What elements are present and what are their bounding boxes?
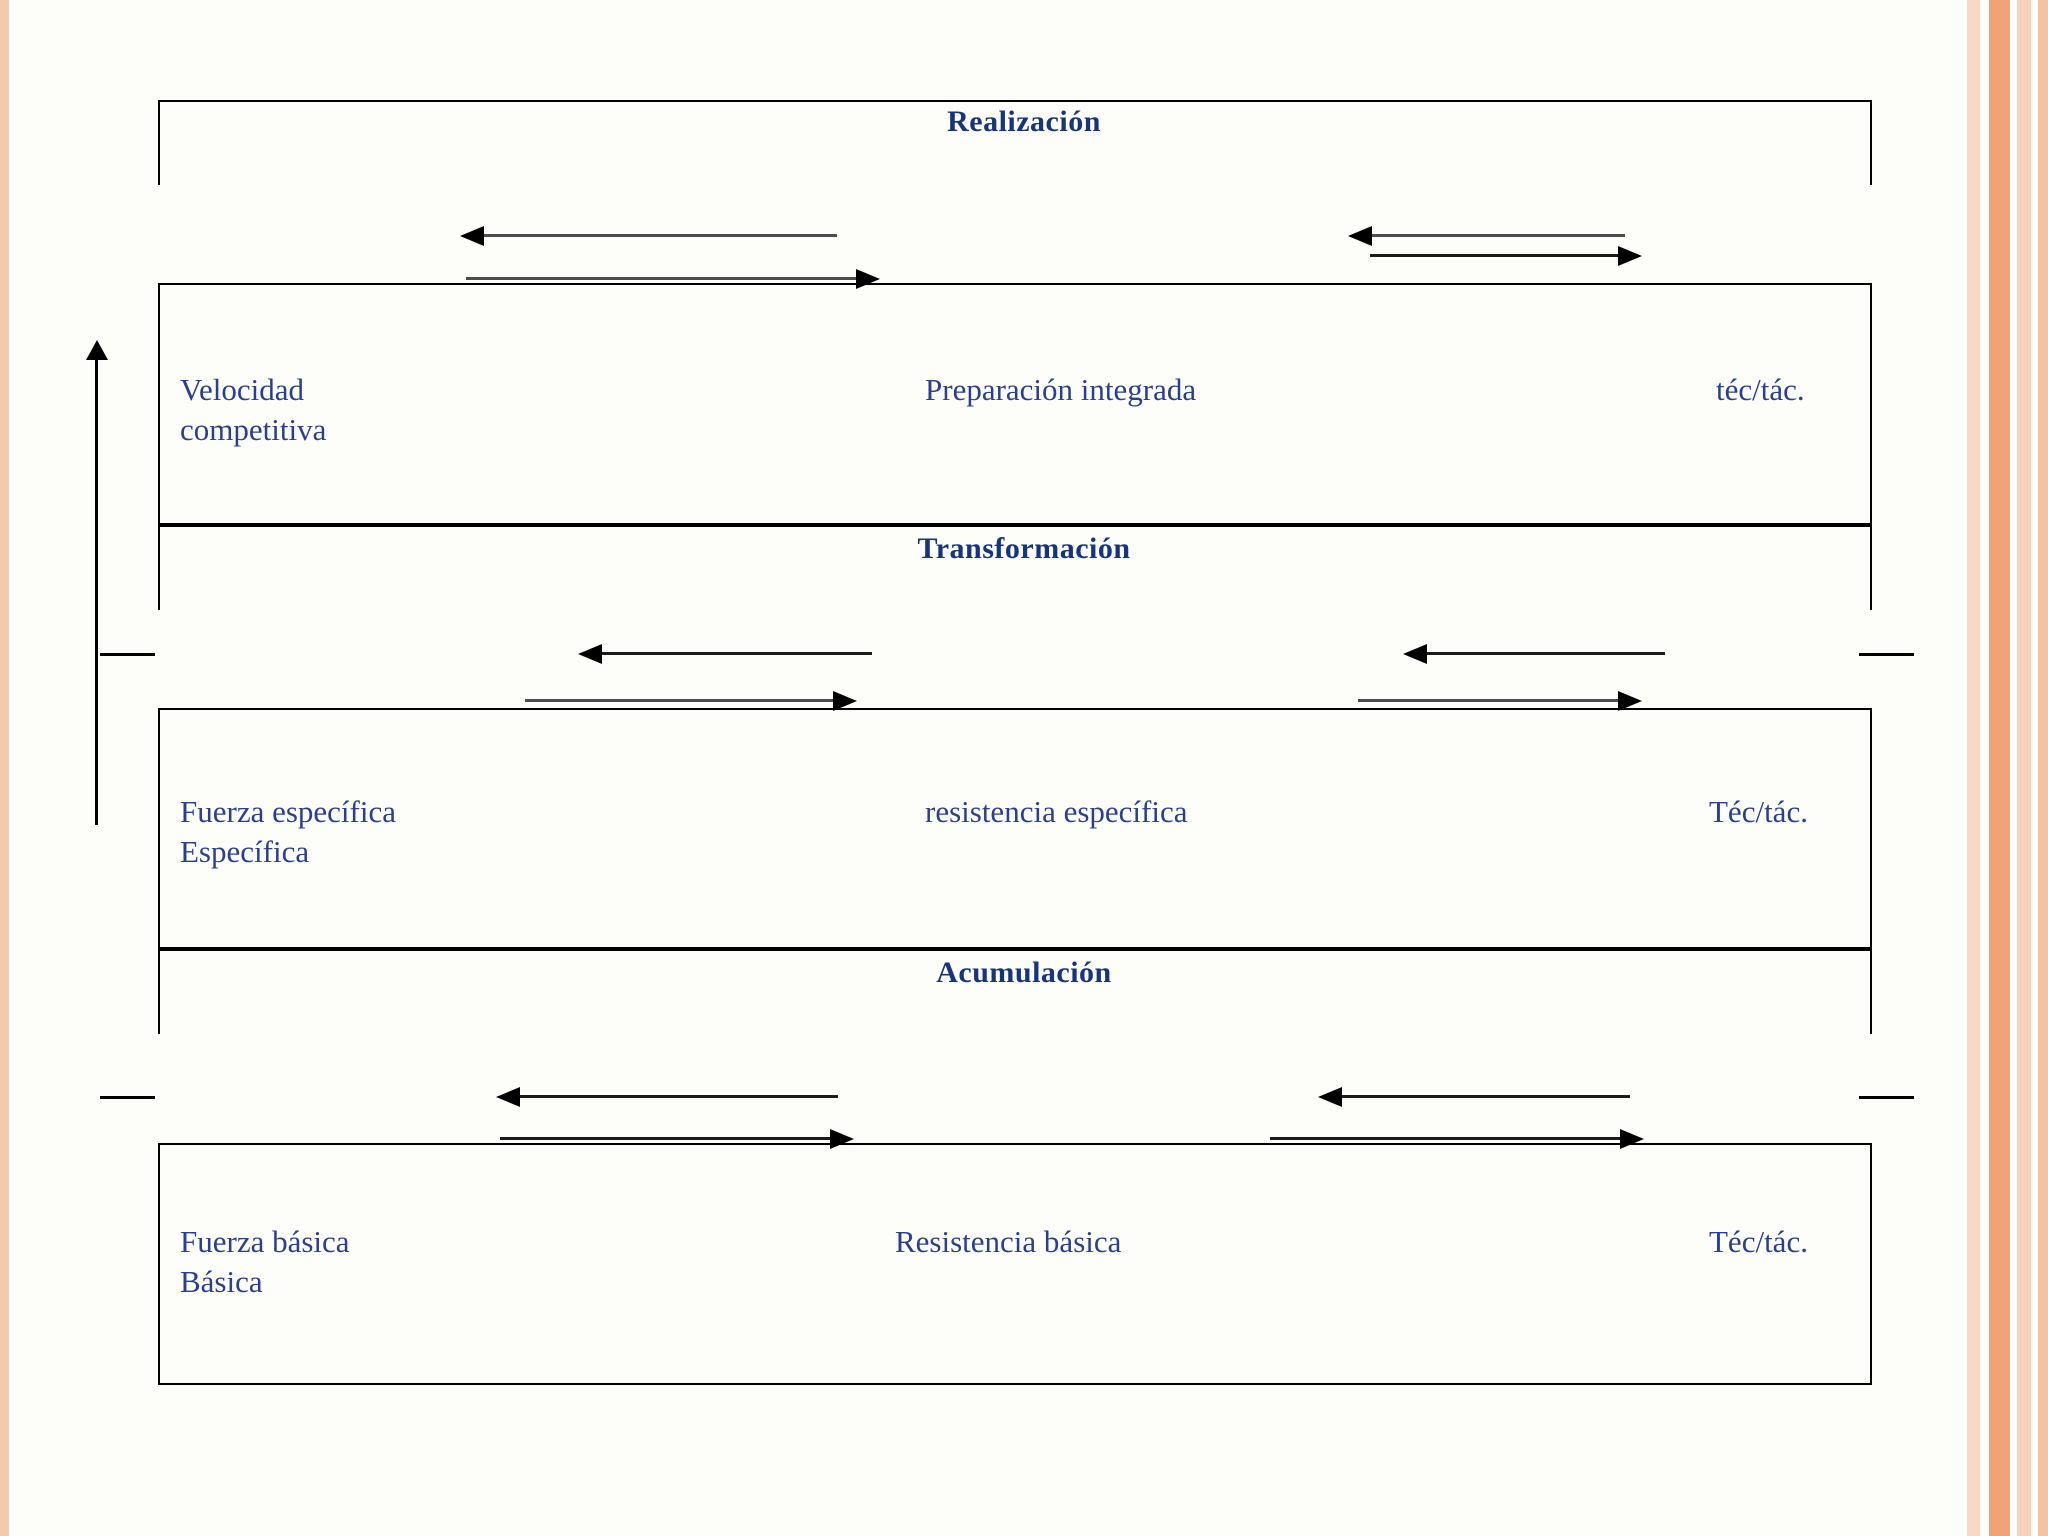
band-acumulacion-center-label: Resistencia básica	[895, 1224, 1122, 1259]
axis-tick-lower	[100, 1096, 155, 1099]
band-transformacion-header-box	[158, 525, 1872, 610]
right-accent-bar-1	[1967, 0, 1980, 1536]
band-transformacion-center-label: resistencia específica	[925, 794, 1188, 829]
band-transformacion-left-label: Fuerza específica Específica	[180, 794, 397, 869]
right-accent-bar-3	[2017, 0, 2031, 1536]
axis-tick-middle-right	[1859, 653, 1914, 656]
band-acumulacion-header-box	[158, 949, 1872, 1034]
band-transformacion-right-label: Téc/tác.	[1709, 794, 1808, 829]
band-acumulacion-left-label: Fuerza básica Básica	[180, 1224, 350, 1299]
left-edge-white-bar	[9, 0, 14, 1536]
right-white-bar-3	[2031, 0, 2038, 1536]
band-title-acumulacion: Acumulación	[936, 956, 1112, 989]
arrow-up-icon	[86, 340, 108, 360]
band-title-realizacion: Realización	[947, 105, 1101, 138]
right-accent-bar-4	[2038, 0, 2048, 1536]
right-accent-bar-2	[1989, 0, 2010, 1536]
band-acumulacion-content-box	[158, 1143, 1872, 1385]
vertical-axis-line	[95, 358, 98, 825]
band-transformacion-content-box	[158, 708, 1872, 949]
band-realizacion-center-label: Preparación integrada	[925, 372, 1197, 407]
band-realizacion-header-box	[158, 100, 1872, 185]
left-edge-accent-bar	[0, 0, 9, 1536]
band-acumulacion-right-label: Téc/tác.	[1709, 1224, 1808, 1259]
band-realizacion-content-box	[158, 283, 1872, 525]
axis-tick-middle	[100, 653, 155, 656]
band-realizacion-right-label: téc/tác.	[1716, 372, 1805, 407]
axis-tick-lower-right	[1859, 1096, 1914, 1099]
right-white-bar-2	[2010, 0, 2017, 1536]
band-title-transformacion: Transformación	[917, 532, 1131, 565]
right-white-bar-1	[1980, 0, 1989, 1536]
band-realizacion-left-label: Velocidad competitiva	[180, 372, 327, 447]
